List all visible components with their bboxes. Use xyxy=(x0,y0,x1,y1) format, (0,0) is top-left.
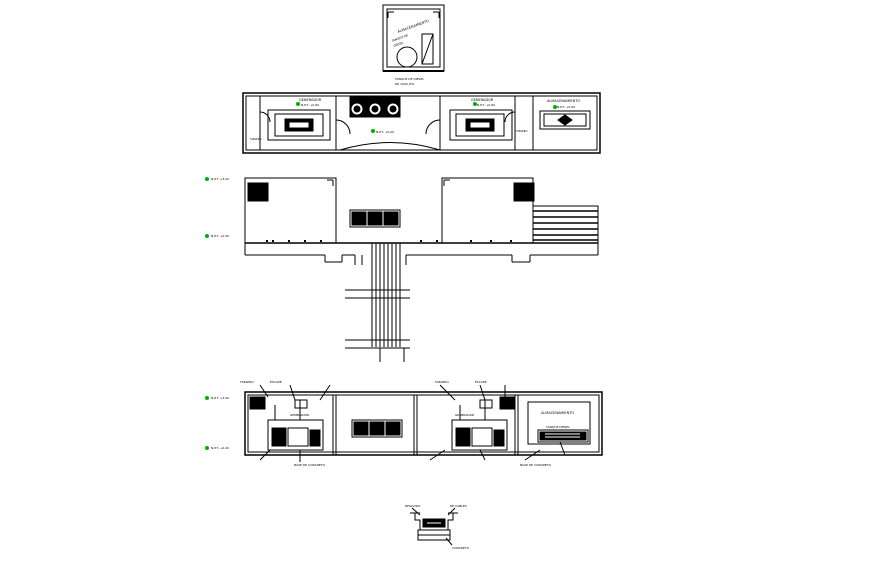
elev-level-top: N.P.T. +3.00 xyxy=(211,177,229,181)
top-tank-detail xyxy=(382,4,445,72)
plan-storage-sub: N.P.T. +0.60 xyxy=(557,105,575,109)
plan-gen2-sub: N.P.T. +0.60 xyxy=(477,103,495,107)
sec-level-top: N.P.T. +3.00 xyxy=(211,396,229,400)
elev-level-marker-bottom xyxy=(205,234,209,238)
sec-level-marker-bottom xyxy=(205,446,209,450)
plan-marker-2 xyxy=(473,102,477,106)
top-detail-sub2: DIESEL xyxy=(393,40,405,47)
top-detail-note2: DE 1000 LTS. xyxy=(395,82,415,86)
elev-level-marker-top xyxy=(205,177,209,181)
bottom-note1: REGISTRO xyxy=(405,504,421,508)
sec-note-f: BASE DE CONCRETO xyxy=(520,463,552,467)
plan-small-right: TABLERO xyxy=(516,129,527,133)
sec-note-a: TABLERO xyxy=(239,380,254,384)
floor-plan xyxy=(242,92,601,154)
plan-marker-4 xyxy=(371,129,375,133)
sec-note-e: BASE DE CONCRETO xyxy=(294,463,326,467)
plan-marker-3 xyxy=(553,105,557,109)
sec-note-c: TABLERO xyxy=(434,380,449,384)
sec-note-b: ESCAPE xyxy=(270,380,282,384)
sec-storage-label: ALMACENAMIENTO xyxy=(541,411,574,415)
sec-tank-label: TANQUE DIESEL xyxy=(545,425,570,429)
plan-marker-1 xyxy=(296,102,300,106)
sec-level-bottom: N.P.T. +0.00 xyxy=(211,446,229,450)
section xyxy=(244,384,603,462)
sec-note-d: ESCAPE xyxy=(475,380,487,384)
plan-storage-title: ALMACENAMIENTO xyxy=(547,99,580,103)
plan-gen1-sub: N.P.T. +0.60 xyxy=(301,103,319,107)
bottom-note2: DE CABLES xyxy=(450,504,467,508)
bottom-detail xyxy=(410,507,458,546)
elev-level-bottom: N.P.T. +0.00 xyxy=(211,234,229,238)
sec-level-marker-top xyxy=(205,396,209,400)
plan-gen1-title: GENERADOR xyxy=(299,98,322,102)
top-detail-sub1: TANQUE DE xyxy=(390,33,409,43)
elevation xyxy=(244,177,599,362)
sec-gen2-label: GENERADOR xyxy=(455,413,474,417)
plan-center-level: N.P.T. +0.00 xyxy=(376,130,394,134)
top-detail-note1: TANQUE DE DIESEL xyxy=(394,77,424,81)
plan-gen2-title: GENERADOR xyxy=(471,98,494,102)
top-detail-label: ALMACENAMIENTO xyxy=(397,19,430,34)
plan-small-left: TABLERO xyxy=(250,137,261,141)
sec-gen1-label: GENERADOR xyxy=(290,413,309,417)
elevation-dots xyxy=(266,240,512,242)
bottom-note3: CONCRETO xyxy=(452,546,470,550)
